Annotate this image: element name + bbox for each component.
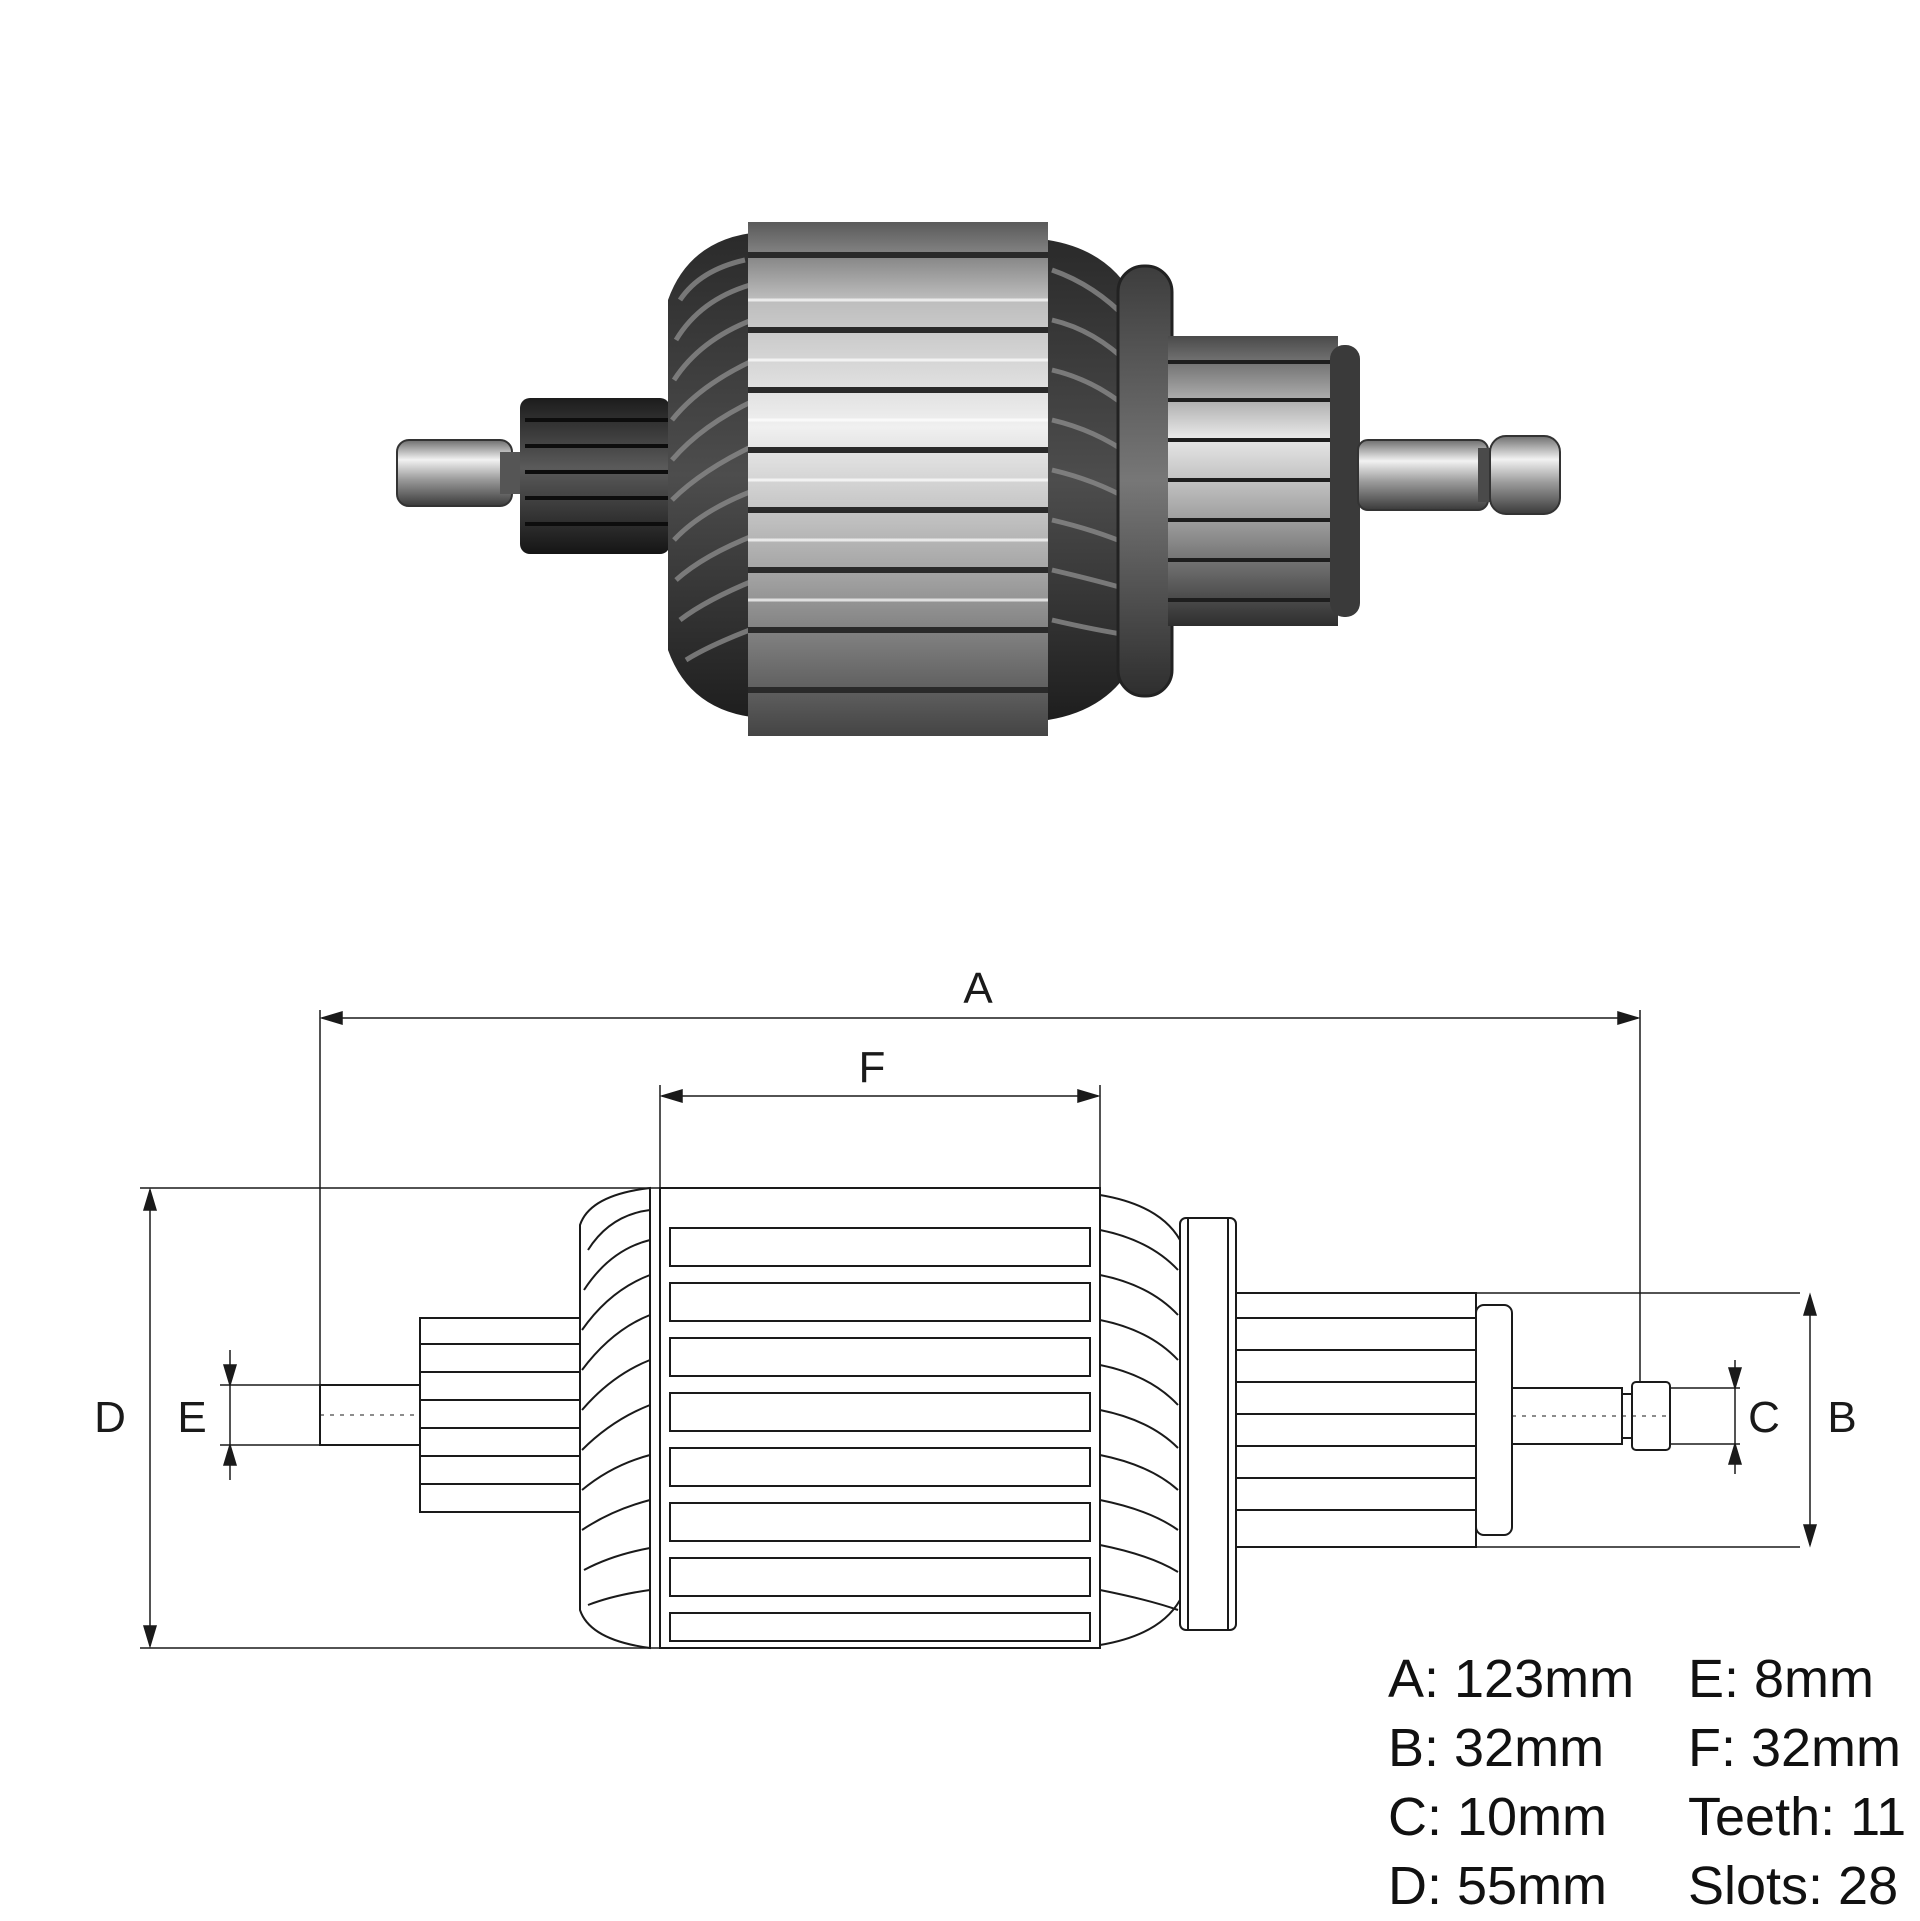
spec-a: A: 123mm [1388,1649,1635,1709]
drawing-left-shaft [319,1384,421,1446]
dimension-lines [140,1010,1818,1649]
photo-pinion-gear [520,398,670,554]
drawing-laminated-core [659,1187,1101,1649]
dimension-label-b: B [1827,1393,1856,1442]
photo-right-shaft [1357,435,1561,515]
dimension-e-line [220,1350,320,1480]
drawing-right-winding [1099,1193,1181,1647]
spec-e: E: 8mm [1688,1649,1875,1709]
spec-d: D: 55mm [1388,1856,1608,1916]
armature-technical-drawing: A F D E C B [94,964,1857,1650]
spec-c: C: 10mm [1388,1787,1608,1847]
drawing-right-shaft [1511,1381,1671,1451]
dimension-label-d: D [94,1393,126,1442]
photo-laminated-core [748,222,1048,736]
spec-column-left: A: 123mm B: 32mm C: 10mm D: 55mm [1388,1645,1634,1921]
dimension-label-a: A [963,964,993,1013]
spec-column-right: E: 8mm F: 32mm Teeth: 11 Slots: 28 [1688,1645,1906,1921]
spec-teeth: Teeth: 11 [1688,1787,1907,1847]
dimension-f-line [659,1085,1101,1188]
photo-left-winding [668,232,760,718]
spec-slots: Slots: 28 [1688,1856,1899,1916]
photo-left-shaft [396,439,520,507]
dimension-d-line [140,1187,660,1649]
spec-b: B: 32mm [1388,1718,1605,1778]
dimension-b-line [1476,1292,1818,1548]
dimension-c-line [1670,1360,1743,1474]
dimension-a-line [319,1010,1641,1385]
dimension-label-e: E [177,1393,206,1442]
spec-f: F: 32mm [1688,1718,1902,1778]
photo-commutator [1168,336,1360,626]
armature-photo [396,222,1561,736]
drawing-insulating-ring [1179,1217,1237,1631]
dimension-label-f: F [859,1043,886,1092]
drawing-pinion-gear [419,1317,581,1513]
photo-insulating-ring [1116,264,1174,698]
drawing-left-winding [579,1186,651,1650]
dimension-label-c: C [1748,1393,1780,1442]
drawing-commutator [1235,1292,1513,1548]
